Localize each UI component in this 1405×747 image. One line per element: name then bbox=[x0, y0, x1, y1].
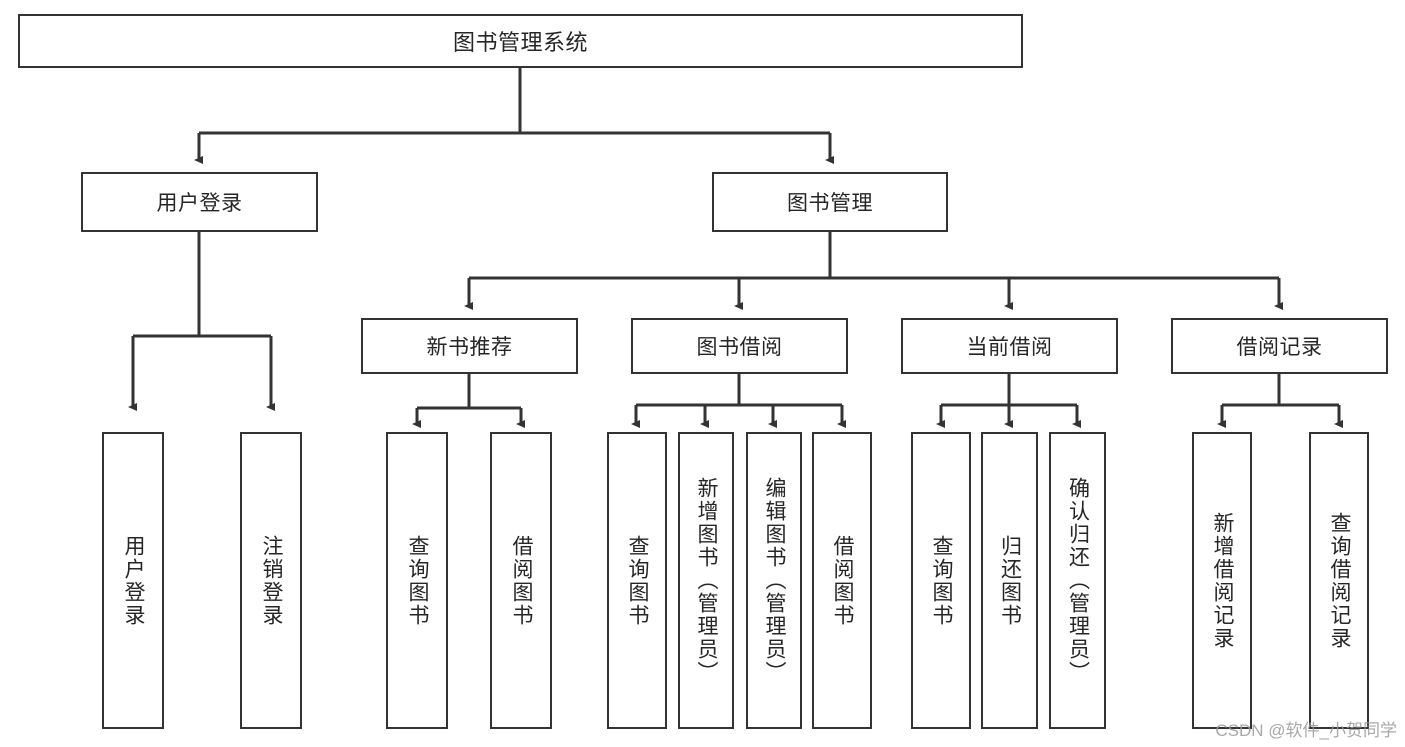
leaf-recommend-borrow-book[interactable]: 借阅图书 bbox=[490, 432, 552, 729]
node-label: 借阅记录 bbox=[1236, 336, 1323, 359]
node-label: 归还图书 bbox=[998, 534, 1022, 627]
node-label: 当前借阅 bbox=[966, 336, 1053, 359]
node-label: 新书推荐 bbox=[426, 336, 513, 359]
node-label: 用户登录 bbox=[122, 534, 146, 627]
node-label: 新增借阅记录 bbox=[1211, 511, 1235, 650]
leaf-borrow-add-book-admin[interactable]: 新增图书（管理员） bbox=[678, 432, 734, 729]
node-label: 注销登录 bbox=[260, 534, 284, 627]
node-book-borrow[interactable]: 图书借阅 bbox=[631, 318, 848, 374]
leaf-recommend-query-book[interactable]: 查询图书 bbox=[386, 432, 448, 729]
node-book-management[interactable]: 图书管理 bbox=[712, 172, 948, 232]
leaf-current-query-book[interactable]: 查询图书 bbox=[911, 432, 971, 729]
node-label: 用户登录 bbox=[156, 192, 243, 215]
node-label: 确认归还（管理员） bbox=[1066, 477, 1090, 684]
node-label: 借阅图书 bbox=[510, 534, 534, 627]
node-label: 图书借阅 bbox=[696, 336, 783, 359]
leaf-borrow-edit-book-admin[interactable]: 编辑图书（管理员） bbox=[746, 432, 802, 729]
leaf-borrow-query-book[interactable]: 查询图书 bbox=[607, 432, 667, 729]
node-user-login[interactable]: 用户登录 bbox=[81, 172, 318, 232]
node-label: 查询借阅记录 bbox=[1328, 511, 1352, 650]
node-label: 查询图书 bbox=[626, 534, 650, 627]
node-label: 查询图书 bbox=[406, 534, 430, 627]
node-label: 查询图书 bbox=[930, 534, 954, 627]
node-root-system[interactable]: 图书管理系统 bbox=[18, 14, 1023, 68]
leaf-record-query-borrow-record[interactable]: 查询借阅记录 bbox=[1309, 432, 1369, 729]
node-label: 借阅图书 bbox=[831, 534, 855, 627]
node-current-borrow[interactable]: 当前借阅 bbox=[901, 318, 1118, 374]
node-label: 图书管理 bbox=[787, 192, 873, 215]
leaf-record-add-borrow-record[interactable]: 新增借阅记录 bbox=[1192, 432, 1252, 729]
leaf-user-login-logout[interactable]: 注销登录 bbox=[240, 432, 302, 729]
leaf-current-confirm-return-admin[interactable]: 确认归还（管理员） bbox=[1049, 432, 1106, 729]
leaf-borrow-borrow-book[interactable]: 借阅图书 bbox=[812, 432, 872, 729]
node-label: 图书管理系统 bbox=[452, 30, 588, 55]
node-new-book-recommend[interactable]: 新书推荐 bbox=[361, 318, 578, 374]
node-label: 新增图书（管理员） bbox=[695, 477, 719, 684]
leaf-user-login-login[interactable]: 用户登录 bbox=[102, 432, 164, 729]
node-label: 编辑图书（管理员） bbox=[763, 477, 787, 684]
leaf-current-return-book[interactable]: 归还图书 bbox=[981, 432, 1038, 729]
watermark-text: CSDN @软件_小贺同学 bbox=[1215, 721, 1397, 740]
node-borrow-record[interactable]: 借阅记录 bbox=[1171, 318, 1388, 374]
